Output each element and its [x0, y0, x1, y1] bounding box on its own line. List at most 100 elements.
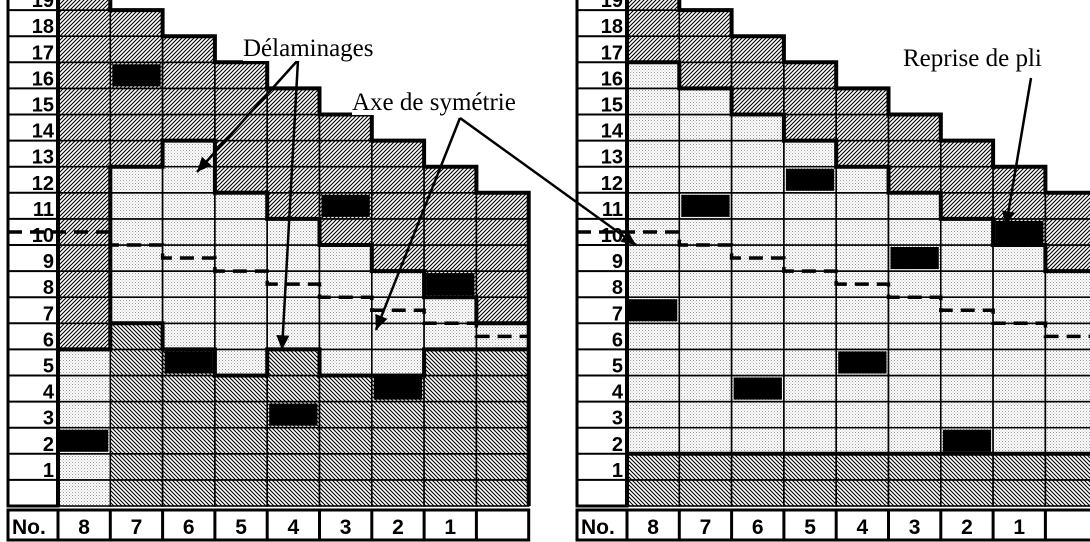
ply-cell	[318, 400, 373, 429]
ply-cell	[939, 165, 994, 194]
ply-cell	[992, 452, 1047, 481]
ply-cell	[370, 348, 425, 377]
ply-cell	[939, 348, 994, 377]
ply-cell	[161, 400, 216, 429]
ply-cell	[887, 479, 942, 507]
ply-cell	[887, 322, 942, 351]
ply-cell	[57, 87, 112, 116]
ply-cell	[678, 426, 733, 455]
ply-cell	[475, 270, 530, 299]
ply-cell	[161, 87, 216, 116]
ply-cell	[161, 35, 216, 64]
ply-cell	[1044, 296, 1090, 325]
ply-cell	[423, 296, 478, 325]
row-label-7: 7	[43, 303, 54, 325]
ply-cell	[835, 426, 890, 455]
ply-cell	[161, 165, 216, 194]
ply-cell	[783, 426, 838, 455]
ply-cell	[783, 61, 838, 90]
ply-cell	[730, 113, 785, 142]
ply-cell	[161, 270, 216, 299]
arrow-axis-left-head	[375, 314, 388, 330]
column-label-1: 1	[444, 516, 456, 539]
ply-cell	[678, 348, 733, 377]
ply-cell	[939, 192, 994, 220]
ply-cell	[783, 374, 838, 403]
delamination-label: Délaminages	[243, 35, 374, 62]
row-label-13: 13	[32, 147, 54, 169]
ply-cell	[730, 348, 785, 377]
ply-cell	[423, 479, 478, 507]
row-label-14: 14	[32, 121, 55, 143]
column-label-6: 6	[183, 516, 195, 539]
ply-cell	[992, 348, 1047, 377]
ply-cell	[266, 165, 321, 194]
ply-cell	[783, 452, 838, 481]
ply-cell	[57, 192, 112, 220]
ply-cell	[678, 452, 733, 481]
column-label-3: 3	[340, 516, 352, 539]
ply-cell	[109, 87, 164, 116]
ply-cell	[57, 270, 112, 299]
ply-cell	[626, 61, 681, 90]
ply-cell	[626, 9, 681, 37]
ply-drop-cell	[681, 194, 730, 217]
ply-cell	[783, 218, 838, 246]
ply-cell	[423, 400, 478, 429]
ply-cell	[109, 270, 164, 299]
footer-no-label: No.	[581, 516, 615, 539]
row-label-16: 16	[601, 68, 623, 90]
row-label-6: 6	[43, 329, 54, 351]
ply-cell	[109, 322, 164, 351]
ply-cell	[370, 400, 425, 429]
row-label-15: 15	[32, 95, 54, 117]
arrow-ply-drop-head	[1002, 210, 1015, 226]
ply-cell	[730, 192, 785, 220]
ply-cell	[678, 479, 733, 507]
row-label-9: 9	[43, 251, 54, 273]
ply-cell	[783, 113, 838, 142]
ply-cell	[783, 87, 838, 116]
ply-cell	[318, 322, 373, 351]
ply-cell	[214, 192, 268, 220]
ply-cell	[57, 452, 112, 481]
ply-cell	[57, 113, 112, 142]
ply-cell	[1044, 479, 1090, 507]
ply-cell	[109, 244, 164, 272]
row-label-18: 18	[601, 16, 623, 38]
ply-cell	[161, 296, 216, 325]
ply-cell	[318, 374, 373, 403]
ply-cell	[783, 348, 838, 377]
arrow-delamination-lower-head	[276, 335, 290, 350]
ply-cell	[318, 452, 373, 481]
ply-cell	[214, 400, 268, 429]
ply-cell	[835, 374, 890, 403]
ply-cell	[214, 87, 268, 116]
row-label-19: 19	[32, 0, 54, 12]
ply-cell	[678, 87, 733, 116]
ply-cell	[835, 400, 890, 429]
ply-cell	[626, 165, 681, 194]
ply-cell	[370, 452, 425, 481]
row-label-3: 3	[43, 408, 54, 430]
ply-cell	[161, 452, 216, 481]
ply-cell	[370, 218, 425, 246]
ply-cell	[318, 218, 373, 246]
ply-cell	[992, 244, 1047, 272]
ply-cell	[109, 113, 164, 142]
ply-cell	[835, 113, 890, 142]
ply-cell	[939, 322, 994, 351]
ply-cell	[730, 35, 785, 64]
ply-cell	[992, 192, 1047, 220]
row-label-16: 16	[32, 68, 54, 90]
ply-cell	[161, 192, 216, 220]
ply-cell	[161, 61, 216, 90]
ply-cell	[318, 426, 373, 455]
ply-cell	[887, 113, 942, 142]
ply-drop-cell	[942, 429, 992, 452]
ply-cell	[266, 244, 321, 272]
ply-cell	[161, 479, 216, 507]
ply-cell	[835, 452, 890, 481]
ply-cell	[783, 270, 838, 299]
row-label-17: 17	[32, 42, 54, 64]
